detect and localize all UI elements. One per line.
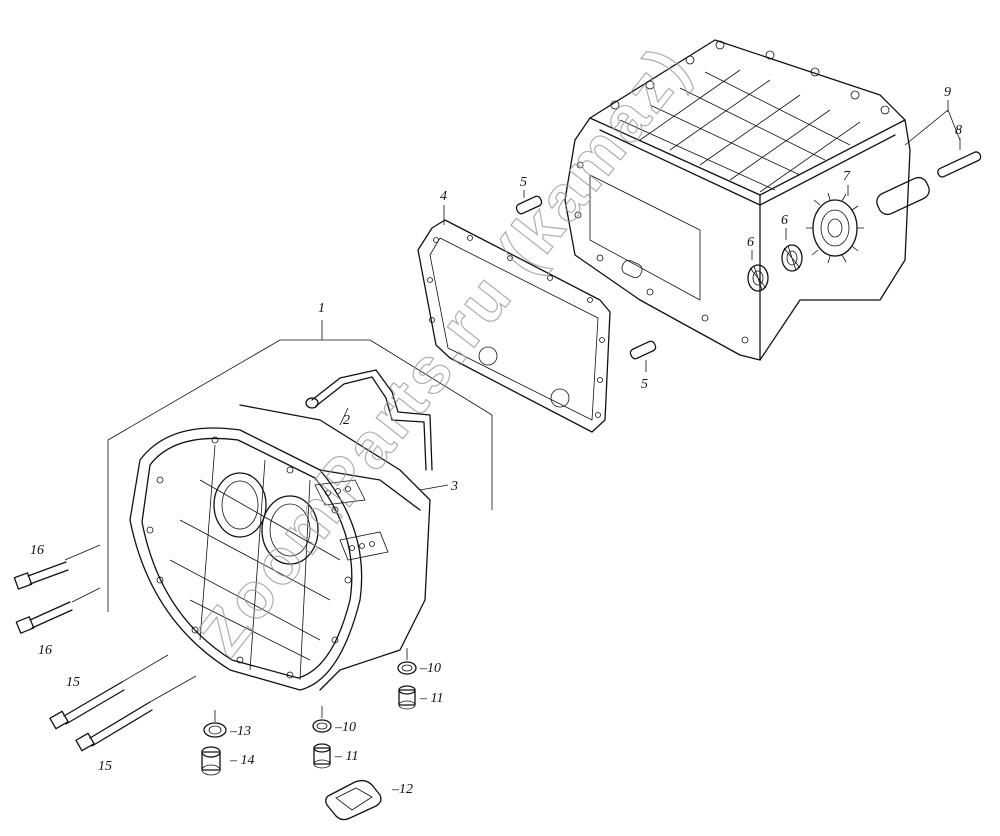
leader-lines [64,100,961,722]
rear-housing-bolts [610,40,890,115]
callout-11-lower: – 11 [334,749,358,764]
bolt-15-upper [49,681,125,730]
clutch-housing [129,404,431,691]
dowel-pin-lower [629,340,657,360]
callout-10-upper: –10 [419,661,441,676]
callout-6-left: 6 [747,235,754,250]
callout-16-lower: 16 [38,643,52,658]
callout-15-lower: 15 [98,759,112,774]
callout-7: 7 [843,169,851,184]
rear-housing [564,39,911,361]
plug-11-lower [313,743,331,769]
bolt-15-lower [75,701,153,752]
needle-bearing-2 [781,244,803,272]
bracket-9 [904,109,961,146]
plug-11-upper [398,685,416,710]
washer-10-upper [397,661,417,675]
oil-tube [305,369,433,471]
bolt-16-upper [13,561,69,590]
callout-15-upper: 15 [66,675,80,690]
gasket [417,219,611,433]
sleeve [876,176,930,216]
callout-3: 3 [450,479,458,494]
gasket-holes [427,235,605,418]
callout-13: –13 [229,724,251,739]
bolt-16-lower [15,601,73,634]
callout-16-upper: 16 [30,543,44,558]
cover-gasket-12 [325,779,382,821]
washer-10-lower [312,719,332,733]
flange-holes [146,436,352,679]
callout-5-lower: 5 [641,377,648,392]
callout-8: 8 [955,123,962,138]
callout-4: 4 [440,189,447,204]
needle-bearing-1 [747,264,769,292]
callout-11-upper: – 11 [419,691,443,706]
callout-1: 1 [318,301,325,316]
callout-14: – 14 [229,753,255,768]
washer-13 [203,722,227,738]
callout-9: 9 [944,85,951,100]
callout-2: 2 [343,413,350,428]
callout-labels: 1 2 3 4 5 5 6 6 7 8 9 –10 – 11 –10 – 11 … [30,85,962,797]
callout-10-lower: –10 [334,720,356,735]
dowel-pin-upper [515,195,543,215]
plug-14 [201,746,221,776]
gear [806,192,864,264]
callout-12: –12 [391,782,413,797]
callout-6-right: 6 [781,213,788,228]
shaft-pin [937,151,982,178]
callout-5-upper: 5 [520,175,527,190]
